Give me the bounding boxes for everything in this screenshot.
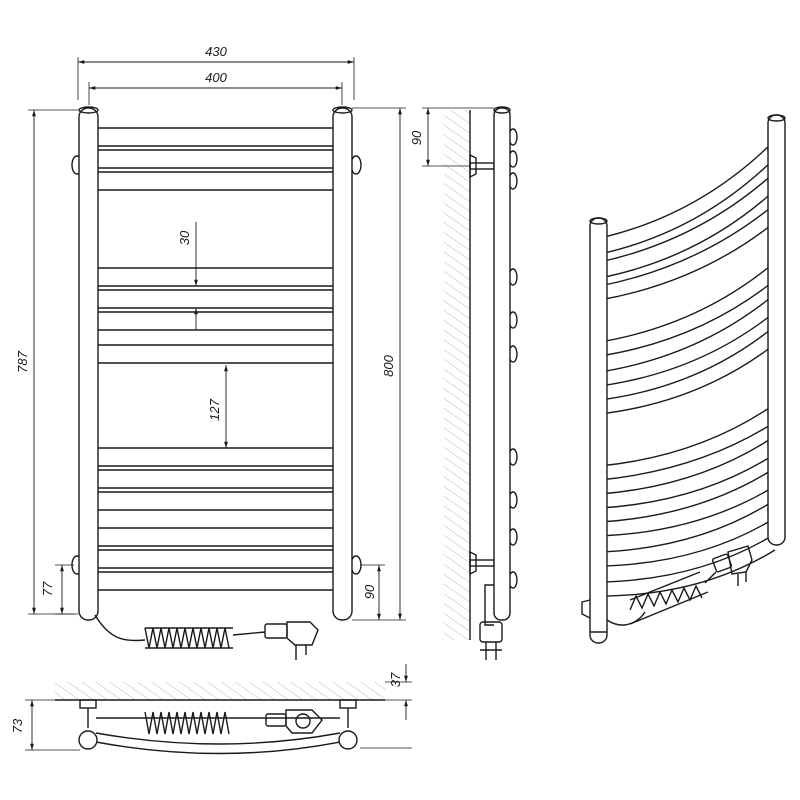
front-cable [94,614,146,642]
side-bracket [469,162,495,170]
front-rungs [89,127,351,591]
side-wall-hatch [444,110,470,640]
side-plug [479,621,503,643]
front-rung [89,491,351,511]
side-pipe-cap [493,106,511,114]
dim-label-77: 77 [40,581,55,596]
front-rung [89,267,351,287]
front-rung [89,469,351,489]
perspective-rung [599,311,776,387]
perspective-rung [599,171,776,263]
perspective-rung [599,221,776,301]
top-pipe-right [338,730,358,750]
front-rung [89,527,351,547]
side-view: 90 [409,106,518,660]
top-coil [144,711,230,735]
front-rung [89,549,351,569]
front-rung [89,127,351,147]
front-cable-end [232,631,266,636]
perspective-rung [599,421,776,481]
perspective-rung [599,485,776,537]
perspective-bracket [581,599,591,619]
front-rung [89,289,351,309]
front-pipe-cap [332,106,353,114]
top-bracket [339,699,357,709]
perspective-cable [606,611,646,626]
front-pipe-cap [78,106,99,114]
top-wall-hatch [55,682,385,700]
perspective-rung [599,279,776,357]
side-pipe [493,107,511,621]
perspective-cable-end [704,571,717,584]
front-left-pipe [78,107,99,621]
side-heater [484,584,494,626]
top-rail-back [95,732,341,745]
perspective-rung [599,293,776,373]
side-bracket-flange [469,550,477,576]
front-cable-coil [144,627,230,649]
perspective-rung [599,403,776,467]
dim-label-90-bottom: 90 [362,584,377,599]
perspective-rung [599,343,776,415]
perspective-rungs [599,139,776,597]
top-pipe-left [78,730,98,750]
front-right-pipe [332,107,353,621]
front-rung [89,149,351,169]
perspective-rung [599,325,776,401]
perspective-right-pipe [767,114,786,546]
perspective-rung [599,203,776,287]
dim-label-400: 400 [205,70,227,85]
top-plug-body [265,713,287,727]
dim-label-127: 127 [207,398,222,420]
dim-label-37: 37 [388,672,403,687]
dim-label-800: 800 [381,354,396,376]
perspective-rung [599,517,776,567]
dim-label-90-top: 90 [409,130,424,145]
dim-label-787: 787 [15,350,30,372]
perspective-plug-head [727,545,753,575]
perspective-coil-edge [629,571,701,601]
front-plug-head [286,621,319,646]
front-rung [89,311,351,331]
top-plug-head [285,709,323,734]
perspective-rung [599,435,776,495]
perspective-view [581,114,786,644]
top-view: 37 73 [10,664,412,755]
perspective-rung [599,189,776,279]
dim-label-73: 73 [10,718,25,733]
perspective-pipe-cap [589,217,608,225]
front-plug-body [264,623,288,639]
top-rail-front [95,741,341,755]
perspective-rung [599,533,776,583]
perspective-coil-edge [629,591,709,625]
perspective-rung [599,139,776,239]
perspective-rung [599,467,776,523]
dim-label-30: 30 [177,230,192,245]
front-rung [89,171,351,191]
front-view: 430 400 787 800 30 127 77 90 [15,44,406,660]
side-bracket [469,559,495,567]
front-rung [89,571,351,591]
front-rung [89,447,351,467]
perspective-rung [599,499,776,553]
perspective-rung [599,453,776,509]
perspective-coil [629,584,703,611]
dim-label-430: 430 [205,44,227,59]
perspective-rung [599,549,776,597]
perspective-rung [599,261,776,343]
perspective-left-pipe [589,217,608,644]
top-plug-face [295,713,311,729]
perspective-rung [599,157,776,255]
front-rung [89,344,351,364]
perspective-pipe-cap [767,114,786,122]
side-bracket-flange [469,153,477,179]
top-bracket [79,699,97,709]
